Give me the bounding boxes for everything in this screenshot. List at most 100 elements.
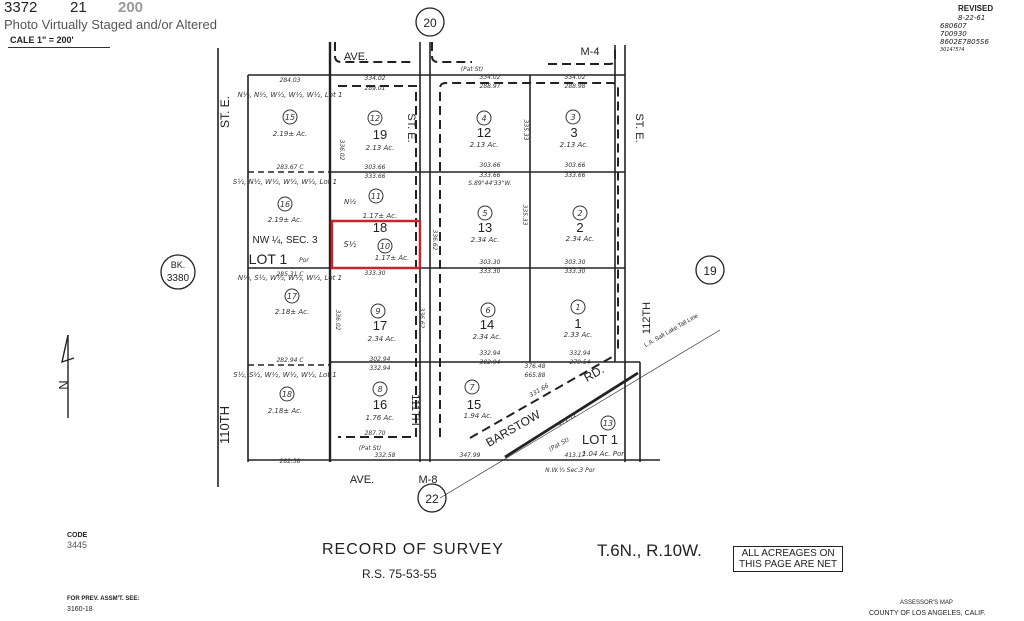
parcel-number: 16 <box>280 200 290 209</box>
lot-number: 15 <box>467 397 481 412</box>
parcel-number: 1 <box>575 303 580 312</box>
adjacent-page-number: 22 <box>425 492 439 506</box>
adjacent-page-number: 19 <box>703 264 717 278</box>
parcel-acreage: 2.18± Ac. <box>268 407 303 415</box>
parcel-number-circle <box>565 109 581 125</box>
lot-number: 18 <box>373 220 387 235</box>
dimension-label: 335.33 <box>521 205 528 226</box>
parcel-number-circle <box>480 302 496 318</box>
parcel-number: 4 <box>481 114 486 123</box>
parcel-acreage: 2.19± Ac. <box>273 130 308 138</box>
book-reference: BK. <box>171 260 186 270</box>
parcel-number-circle <box>367 110 383 126</box>
street-label: ST. E. <box>405 113 417 142</box>
dimension-label: 333.66 <box>565 172 586 179</box>
revision: 8602E7805S6 <box>940 38 989 46</box>
dimension-label: 333.66 <box>365 173 386 180</box>
street-label: ST. E. <box>218 96 232 128</box>
parcel-description: N½, N½, W½, W½, W½, Lot 1 <box>237 91 342 99</box>
dimension-label: 303.30 <box>565 259 586 266</box>
dimension-label: 334.02 <box>365 75 386 82</box>
lot-number: LOT 1 <box>582 432 618 447</box>
dimension-label: 282.94 C <box>276 357 304 364</box>
dimension-label: 284.03 <box>280 77 301 84</box>
parcel-acreage: 2.13 Ac. <box>560 141 589 149</box>
book-reference: 3380 <box>167 273 190 284</box>
street-label: AVE. <box>350 474 374 486</box>
dimension-label: 376.48 <box>525 363 546 370</box>
parcel-acreage: 2.34 Ac. <box>566 235 595 243</box>
lot-number: 16 <box>373 397 387 412</box>
map-label: N.W.¼ Sec.3 Por <box>545 467 595 474</box>
street-label: AVE. <box>344 51 368 63</box>
dimension-label: 282.58 <box>280 458 301 465</box>
dimension-label: 332.58 <box>375 452 396 459</box>
dimension-label: 336.02 <box>334 310 341 331</box>
lot-number: 2 <box>576 220 583 235</box>
map-label: LOT 1 <box>249 251 288 267</box>
dimension-label: 303.30 <box>480 259 501 266</box>
parcel-number: 9 <box>375 307 380 316</box>
lot-number: 19 <box>373 127 387 142</box>
highlighted-parcel[interactable] <box>330 219 422 270</box>
code-value: 3445 <box>67 540 88 550</box>
parcel-number-circle <box>572 205 588 221</box>
county-label: COUNTY OF LOS ANGELES, CALIF. <box>869 610 986 617</box>
dimension-label: 303.66 <box>565 162 586 169</box>
parcel-number-circle <box>476 110 492 126</box>
lot-number: 13 <box>478 220 492 235</box>
parcel-number: 7 <box>469 383 475 392</box>
street-label: 111TH <box>409 394 421 425</box>
parcel-number-circle <box>368 188 384 204</box>
dimension-label: 334.02 <box>480 74 501 81</box>
revision: 8-22-61 <box>958 14 986 22</box>
acreage-note-line: ALL ACREAGES ON <box>741 548 835 559</box>
street-label: ST. E. <box>633 113 645 142</box>
parcel-number: 17 <box>287 292 298 301</box>
book-number: 3372 <box>4 0 38 16</box>
dimension-label: 334.02 <box>565 74 586 81</box>
revision-list: 8-22-61 680607 700930 8602E7805S6 3014?5… <box>940 14 989 54</box>
parcel-number-circle <box>282 109 298 125</box>
parcel-acreage: 1.04 Ac. Por <box>582 450 625 458</box>
dimension-label: 302.94 <box>370 356 391 363</box>
parcel-acreage: 2.13 Ac. <box>366 144 395 152</box>
parcel-number: 3 <box>570 113 575 122</box>
prev-assessment-value: 3160-18 <box>67 606 93 613</box>
dimension-label: 335.33 <box>522 120 529 141</box>
north-arrow-icon <box>61 334 75 418</box>
dimension-label: 332.94 <box>370 365 391 372</box>
dimension-label: 333.30 <box>480 268 501 275</box>
parcel-number-circle <box>279 386 295 402</box>
parcel-description: S½, S½, W½, W½, W½, Lot 1 <box>233 371 336 379</box>
township-range: T.6N., R.10W. <box>597 541 702 560</box>
dimension-label: 302.94 <box>480 359 501 366</box>
parcel-acreage: 1.17± Ac. <box>363 212 398 220</box>
dimension-label: 665.88 <box>525 372 546 379</box>
parcel-acreage: 1.76 Ac. <box>366 414 395 422</box>
lot-number: 17 <box>373 318 387 333</box>
dimension-label: 288.98 <box>565 83 586 90</box>
lot-number: 1 <box>574 316 581 331</box>
dimension-label: 332.94 <box>480 350 501 357</box>
parcel-acreage: 2.34 Ac. <box>368 335 397 343</box>
parcel-acreage: 1.94 Ac. <box>464 412 493 420</box>
map-label: Por <box>299 257 309 264</box>
dimension-label: 303.66 <box>365 164 386 171</box>
prev-assessment-label: FOR PREV. ASSM'T. SEE: <box>67 596 140 602</box>
acreage-note: ALL ACREAGES ON THIS PAGE ARE NET <box>733 546 844 572</box>
parcel-number-circle <box>600 415 616 431</box>
dimension-label: 287.70 <box>365 430 386 437</box>
dimension-label: 283.67 C <box>276 164 304 171</box>
parcel-acreage: 2.33 Ac. <box>564 331 593 339</box>
parcel-acreage: 2.13 Ac. <box>470 141 499 149</box>
map-label: (Pat St) <box>359 445 381 452</box>
dimension-label: 471.12 <box>556 411 578 428</box>
parcel-number: 2 <box>577 209 582 218</box>
parcel-number-circle <box>284 288 300 304</box>
parcel-description: S½, N½, W½, W½, W½, Lot 1 <box>233 178 337 186</box>
parcel-number: 18 <box>282 390 292 399</box>
map-label: (Pat St) <box>461 66 483 73</box>
lot-number: 3 <box>570 125 577 140</box>
